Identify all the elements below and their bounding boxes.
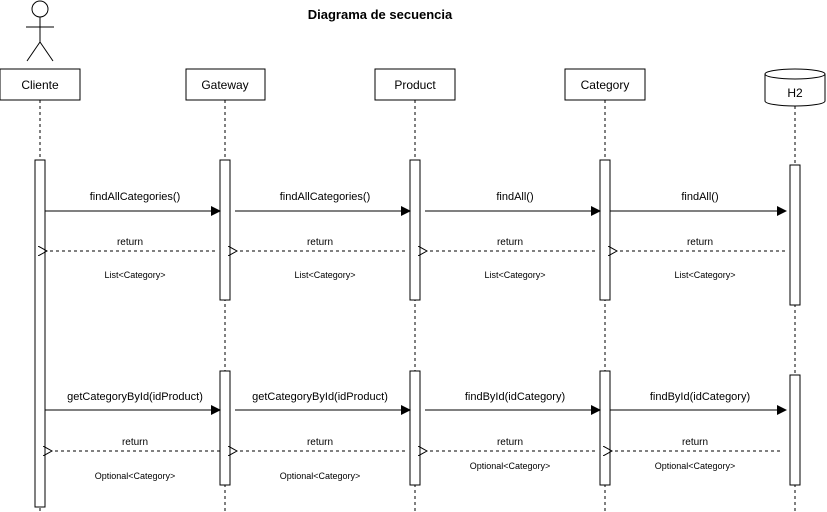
participant-gateway: Gateway bbox=[185, 68, 266, 101]
diagram-title: Diagrama de secuencia bbox=[308, 7, 453, 22]
return-type-label: List<Category> bbox=[294, 270, 355, 280]
participant-label: H2 bbox=[787, 86, 803, 100]
activation-gateway-1 bbox=[219, 159, 231, 301]
return-label: return bbox=[122, 437, 148, 448]
participant-product: Product bbox=[374, 68, 456, 101]
activation-gateway-2 bbox=[219, 370, 231, 486]
actor-left-leg bbox=[26, 41, 41, 62]
activation-bars bbox=[34, 159, 801, 508]
message-label: findAll() bbox=[496, 191, 533, 203]
participant-label: Cliente bbox=[21, 78, 59, 92]
message-label: getCategoryById(idProduct) bbox=[67, 391, 203, 403]
participant-h2-database: H2 bbox=[764, 68, 826, 107]
return-label: return bbox=[117, 237, 143, 248]
return-label: return bbox=[497, 237, 523, 248]
return-type-label: Optional<Category> bbox=[655, 461, 736, 471]
activation-h2-1 bbox=[789, 164, 801, 306]
participant-box bbox=[564, 68, 646, 101]
activation-product-2 bbox=[409, 370, 421, 486]
return-label: return bbox=[687, 237, 713, 248]
participant-cliente: Cliente bbox=[0, 68, 81, 101]
actor-cliente-figure bbox=[26, 0, 54, 62]
actor-head bbox=[31, 0, 49, 18]
message-label: findAll() bbox=[681, 191, 718, 203]
activation-category-2 bbox=[599, 370, 611, 486]
activation-h2-2 bbox=[789, 374, 801, 486]
return-type-label: Optional<Category> bbox=[470, 461, 551, 471]
actor-right-leg bbox=[39, 41, 54, 62]
participant-label: Category bbox=[581, 78, 630, 92]
participant-box bbox=[374, 68, 456, 101]
return-type-label: List<Category> bbox=[104, 270, 165, 280]
return-label: return bbox=[307, 237, 333, 248]
participant-category: Category bbox=[564, 68, 646, 101]
message-label: findById(idCategory) bbox=[465, 391, 565, 403]
message-label: findById(idCategory) bbox=[650, 391, 750, 403]
return-type-label: Optional<Category> bbox=[95, 471, 176, 481]
activation-category-1 bbox=[599, 159, 611, 301]
message-label: findAllCategories() bbox=[90, 191, 180, 203]
return-type-label: List<Category> bbox=[484, 270, 545, 280]
participant-box bbox=[0, 68, 81, 101]
return-label: return bbox=[497, 437, 523, 448]
message-label: getCategoryById(idProduct) bbox=[252, 391, 388, 403]
return-label: return bbox=[682, 437, 708, 448]
message-label: findAllCategories() bbox=[280, 191, 370, 203]
flow-find-all-categories: findAllCategories() findAllCategories() … bbox=[45, 191, 787, 280]
return-type-label: Optional<Category> bbox=[280, 471, 361, 481]
database-cylinder-body bbox=[764, 74, 826, 107]
activation-product-1 bbox=[409, 159, 421, 301]
participant-label: Product bbox=[394, 78, 436, 92]
database-cylinder-top bbox=[764, 68, 826, 80]
activation-cliente bbox=[34, 159, 46, 508]
participant-label: Gateway bbox=[201, 78, 248, 92]
return-type-label: List<Category> bbox=[674, 270, 735, 280]
flow-get-category-by-id: getCategoryById(idProduct) getCategoryBy… bbox=[45, 391, 787, 481]
return-label: return bbox=[307, 437, 333, 448]
